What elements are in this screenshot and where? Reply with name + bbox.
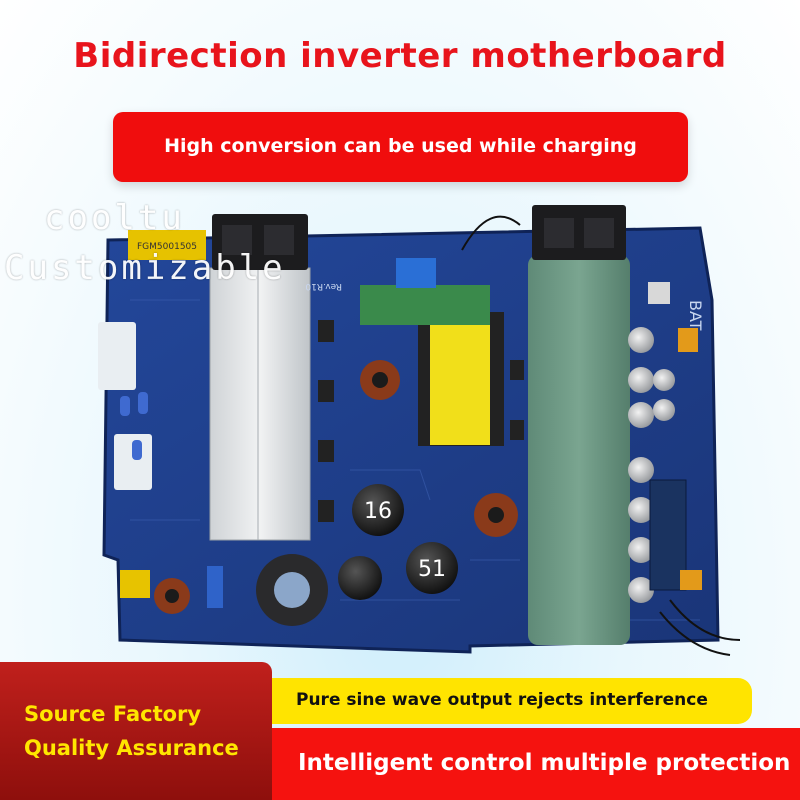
left-heatsink [209,267,311,541]
watermark-line-2: Customizable [4,248,286,288]
yellow-transformer [430,315,490,445]
control-board [360,285,490,325]
cap-label-16: 16 [364,499,392,524]
footer-quality-badge: Source Factory Quality Assurance [0,662,272,800]
blue-capacitors [120,392,148,460]
blue-terminal [396,258,436,288]
green-transformer [528,255,630,645]
x-capacitor [120,570,150,598]
feature-bar-sine: Pure sine wave output rejects interferen… [266,678,752,724]
wire-top [461,215,521,251]
capacitor-16 [352,484,404,536]
pcb-traces [130,299,700,621]
bat-label: BAT [686,300,705,331]
filter-capacitors [628,327,675,603]
cap-label-51: 51 [418,557,446,582]
feature-banner: High conversion can be used while chargi… [113,112,688,182]
capacitor-51 [406,542,458,594]
wire-right [669,599,741,641]
feature-bar-protection: Intelligent control multiple protection [266,728,800,800]
relay-2 [114,434,152,490]
relay-yellow [128,230,206,260]
footer-source-factory: Source Factory [24,702,202,726]
feature-sine-text: Pure sine wave output rejects interferen… [296,690,708,710]
orange-connector-2 [680,570,702,590]
watermark-line-1: cooltu [44,198,185,238]
page-title: Bidirection inverter motherboard [73,36,727,76]
power-transistors [318,320,524,522]
orange-connector-1 [678,328,698,352]
left-fan-grill [222,225,294,255]
feature-banner-text: High conversion can be used while chargi… [164,135,637,157]
footer-quality-assurance: Quality Assurance [24,736,239,760]
relay-label: FGM5001505 [137,242,197,252]
rev-label: Rev.R10 [305,281,342,291]
feature-protection-text: Intelligent control multiple protection [298,750,791,776]
bat-terminal [648,282,670,304]
relay-1 [98,322,136,390]
